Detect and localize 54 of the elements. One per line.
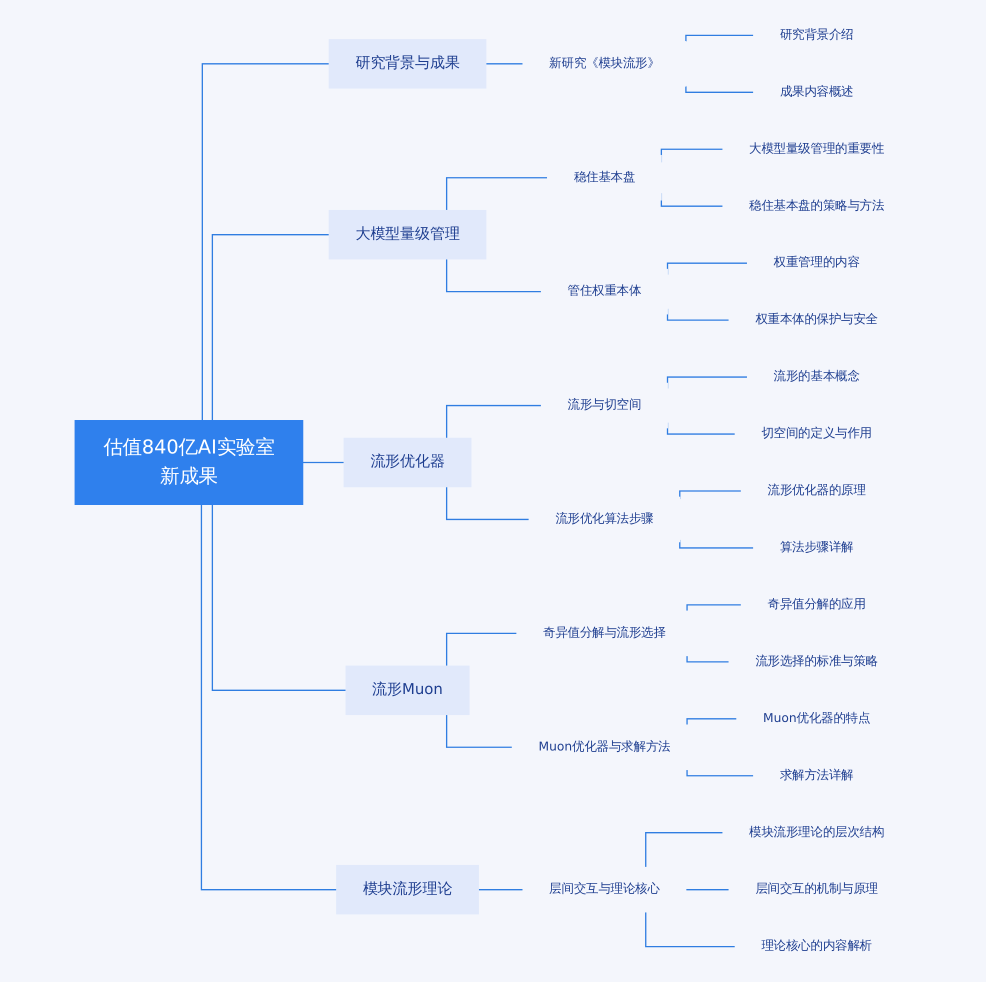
- node-text: 稳住基本盘的策略与方法: [749, 198, 884, 213]
- node-box: 流形Muon: [346, 666, 470, 716]
- node-text: 流形选择的标准与策略: [756, 654, 878, 668]
- connector: [686, 718, 738, 725]
- node-box: 流形优化器: [344, 438, 472, 488]
- node-box: 大模型量级管理: [328, 210, 487, 260]
- node-text: 奇异值分解的应用: [768, 597, 866, 612]
- node-text: Muon优化器与求解方法: [538, 740, 671, 754]
- node-text: 层间交互与理论核心: [550, 882, 660, 896]
- connector: [302, 462, 344, 464]
- connector: [446, 177, 548, 210]
- connector: [446, 632, 518, 666]
- node-text: 切空间的定义与作用: [762, 426, 872, 441]
- node-text: 成果内容概述: [780, 84, 854, 99]
- node-text: 流形优化算法步骤: [556, 512, 654, 526]
- connector: [446, 714, 513, 748]
- connector: [446, 486, 530, 520]
- node-text: 流形与切空间: [568, 398, 642, 412]
- node-box: 模块流形理论: [336, 864, 480, 914]
- connector: [645, 912, 736, 948]
- connector: [679, 490, 742, 500]
- connector: [686, 770, 754, 776]
- node-text: 新研究《模块流形》: [550, 56, 660, 70]
- node-text: 管住权重本体: [568, 284, 642, 298]
- node-text: 流形优化器的原理: [768, 484, 866, 498]
- connector: [686, 34, 754, 42]
- connector: [686, 604, 742, 612]
- connector: [202, 63, 330, 420]
- node-text: 流形的基本概念: [774, 370, 860, 384]
- connector: [679, 540, 754, 549]
- node-box: 估值840亿AI实验室新成果: [74, 420, 304, 506]
- node-text: 权重本体的保护与安全: [756, 312, 878, 327]
- connector: [686, 656, 730, 663]
- node-text: 大模型量级管理的重要性: [749, 142, 884, 156]
- node-text: 求解方法详解: [780, 768, 854, 782]
- connector: [486, 63, 524, 64]
- node-text: 层间交互的机制与原理: [756, 882, 878, 896]
- node-text: 权重管理的内容: [774, 256, 860, 270]
- connector: [201, 504, 337, 890]
- node-box: 研究背景与成果: [328, 39, 487, 89]
- connector: [645, 832, 724, 868]
- node-text: 理论核心的内容解析: [762, 939, 872, 954]
- node-text: 模块流形理论的层次结构: [749, 825, 884, 840]
- node-text: 奇异值分解与流形选择: [543, 626, 666, 640]
- connector: [478, 889, 524, 890]
- connector: [212, 234, 330, 420]
- connector: [686, 889, 730, 890]
- connector: [212, 504, 346, 691]
- connector: [446, 404, 542, 438]
- connector: [686, 86, 754, 93]
- node-text: Muon优化器的特点: [763, 711, 871, 726]
- connector: [446, 259, 542, 292]
- node-text: 研究背景介绍: [780, 28, 854, 42]
- node-text: 算法步骤详解: [780, 540, 854, 555]
